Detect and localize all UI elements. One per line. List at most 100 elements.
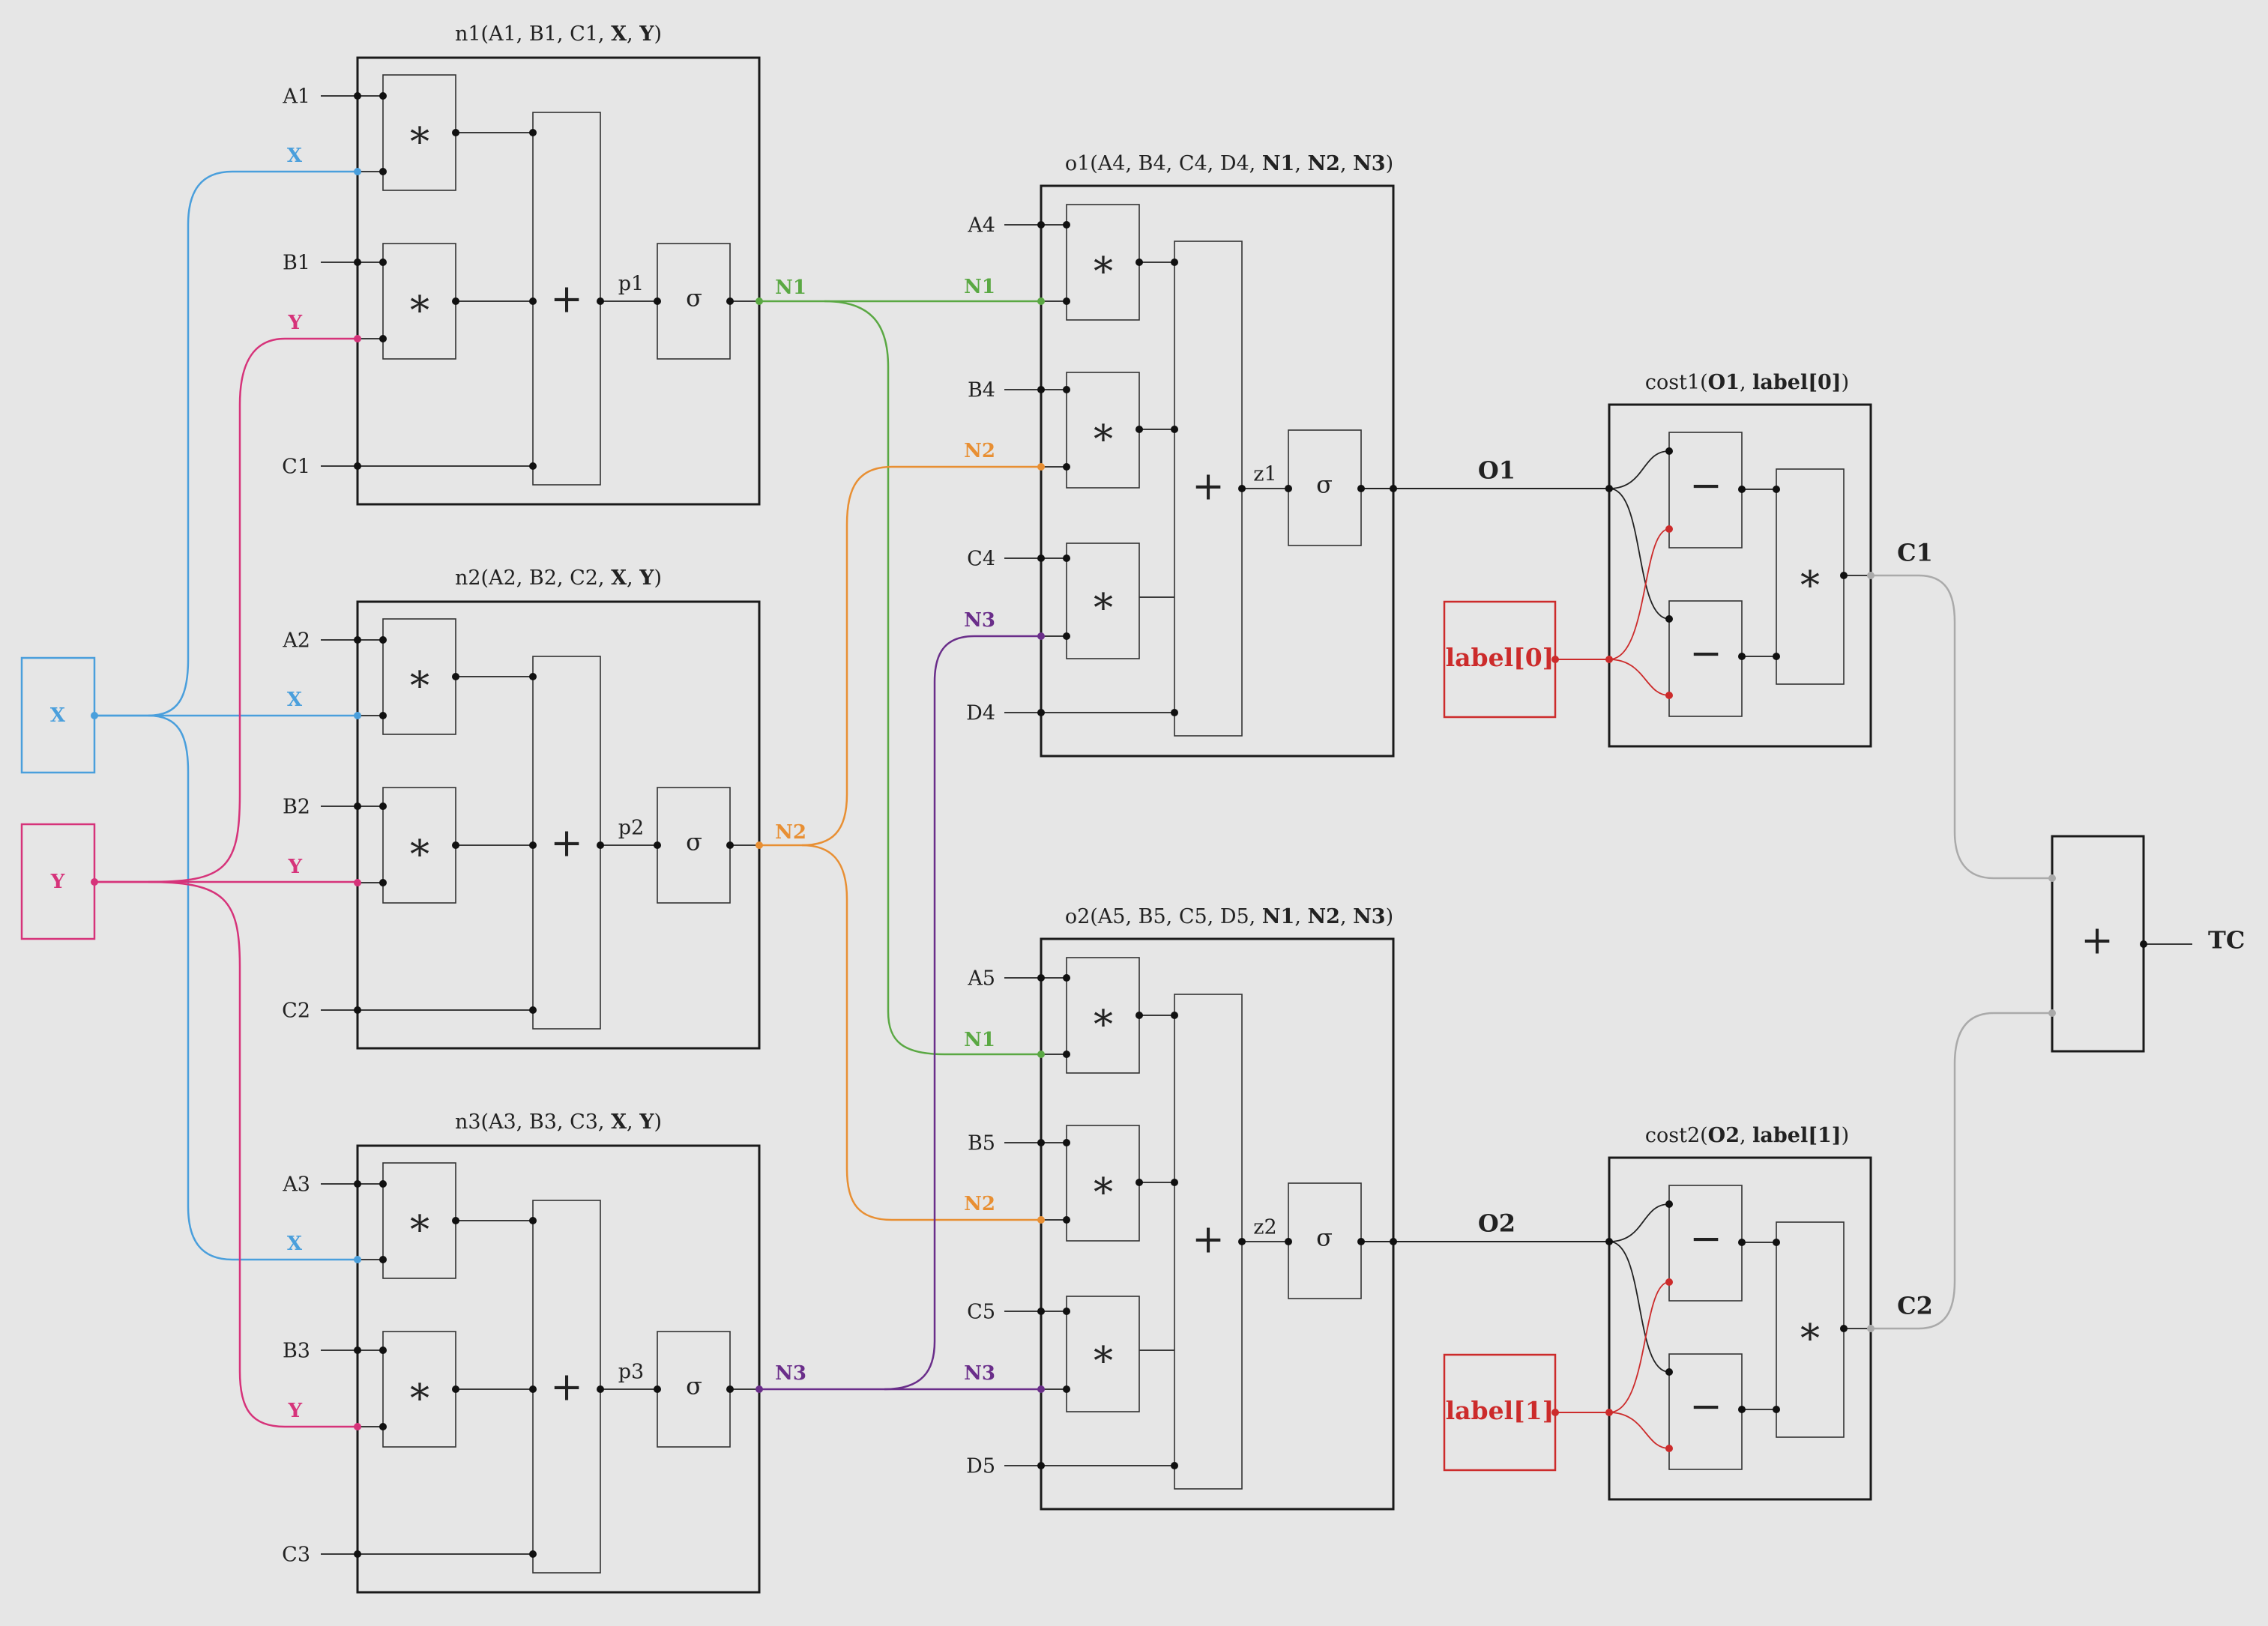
cost2-sub-b-symbol: −: [1689, 1385, 1722, 1430]
neuron-o2-node: [1390, 1238, 1397, 1245]
neuron-o1-node: [1135, 259, 1143, 266]
neuron-o1-node: [1063, 632, 1070, 640]
neuron-n2-node: [529, 1006, 537, 1014]
cost2-title-part: label[1]: [1752, 1124, 1841, 1147]
neuron-o1-node: [1063, 386, 1070, 393]
neuron-n1-title-part: ): [654, 22, 663, 46]
neuron-o1-input-b: B4: [968, 379, 995, 402]
neuron-n3-box: [356, 1144, 761, 1594]
neuron-o1-node: [1390, 485, 1397, 492]
neuron-o2-input-n3: N3: [964, 1362, 995, 1385]
neuron-o1-node: [1063, 297, 1070, 305]
cost1-title-part: ): [1842, 371, 1850, 394]
neuron-o2-title-part: o2(A5, B5, C5, D5,: [1065, 905, 1262, 928]
cost2-wire-o-a: [1608, 1203, 1670, 1242]
neuron-o2-sum-label: z2: [1253, 1216, 1276, 1239]
wire-y-n1: [94, 337, 358, 883]
neuron-o1-mul-a-symbol: ∗: [1090, 242, 1116, 287]
neuron-n3-input-y: Y: [287, 1400, 302, 1422]
neuron-n3-node: [354, 1550, 361, 1558]
neuron-o1-node: [1238, 485, 1246, 492]
neuron-n3-title-part: Y: [639, 1110, 654, 1134]
wire-n1-o2: [824, 300, 1041, 1056]
neuron-n1-node: [452, 297, 459, 305]
neuron-n3-output-port: [756, 1385, 763, 1393]
neuron-n1-node: [354, 462, 361, 470]
neuron-o1-add-symbol: +: [1192, 465, 1225, 510]
cost2-node: [1738, 1406, 1746, 1413]
neuron-o1-mul-b-symbol: ∗: [1090, 410, 1116, 455]
neuron-o2-node: [1135, 1012, 1143, 1019]
neuron-n3-node: [379, 1256, 387, 1263]
cost1-output-label: C1: [1897, 539, 1933, 567]
neuron-n1-input-y: Y: [287, 312, 302, 334]
cost1-node: [1738, 486, 1746, 493]
neuron-o1-input-a: A4: [967, 214, 995, 238]
cost1-node: [1773, 486, 1780, 493]
wire-n3-o1: [884, 635, 1041, 1391]
neuron-o1-mul-c: [1066, 542, 1140, 659]
neuron-o2-input-c: C5: [967, 1301, 995, 1324]
wire-x-n1: [94, 170, 358, 717]
neuron-n2-node: [452, 841, 459, 849]
neuron-n3-port-x: [354, 1256, 361, 1263]
neuron-o2-input-d: D5: [966, 1455, 995, 1478]
cost1-node: [1773, 653, 1780, 660]
neuron-o2-port-n3: [1037, 1385, 1045, 1393]
neuron-n1-sum-label: p1: [618, 273, 644, 296]
neuron-n2-mul-b-symbol: ∗: [406, 825, 432, 870]
neuron-o1-title-part: N3: [1353, 152, 1385, 175]
cost2-wire-l-a: [1608, 1281, 1670, 1413]
cost2-title-part: cost2(: [1645, 1124, 1708, 1147]
neuron-o1-node: [1037, 386, 1045, 393]
label-1-split: [1605, 1409, 1613, 1416]
neuron-n3-node: [379, 1423, 387, 1430]
neuron-n2-act-symbol: σ: [686, 828, 702, 856]
cost1-node: [1665, 615, 1673, 623]
cost2-title-part: ): [1842, 1124, 1850, 1147]
neuron-o1-input-c: C4: [967, 548, 995, 571]
neuron-n1-input-a: A1: [282, 85, 310, 109]
neuron-n2-sum-label: p2: [618, 817, 644, 840]
neuron-o2-output-label: O2: [1478, 1209, 1515, 1238]
neuron-o2-title-part: ): [1386, 905, 1394, 928]
neuron-n3-title-part: X: [611, 1110, 627, 1134]
neuron-n2-node: [529, 841, 537, 849]
neuron-n1-add-symbol: +: [550, 277, 583, 322]
label-1-port: [1551, 1409, 1559, 1416]
neuron-n1-output-port: [756, 297, 763, 305]
cost2-title-part: ,: [1740, 1124, 1752, 1147]
cost1-wire-o-b: [1608, 488, 1670, 620]
neuron-o1-title-part: o1(A4, B4, C4, D4,: [1065, 152, 1262, 175]
total-cost-symbol: +: [2081, 919, 2114, 964]
neuron-o2-node: [1238, 1238, 1246, 1245]
neuron-n2-node: [379, 879, 387, 886]
cost1-node-label-a: [1665, 525, 1673, 533]
neuron-o1-node: [1063, 463, 1070, 471]
neuron-n3-input-c: C3: [282, 1544, 310, 1567]
neuron-o1-node: [1037, 221, 1045, 229]
neuron-o2-node: [1063, 1216, 1070, 1224]
neuron-o1-output-label: O1: [1478, 456, 1515, 485]
cost2-output-port: [1867, 1325, 1875, 1332]
neuron-n3-node: [654, 1385, 661, 1393]
total-cost-in-1: [2048, 874, 2056, 882]
neuron-n3-node: [379, 1180, 387, 1188]
cost2-mul-symbol: ∗: [1797, 1309, 1823, 1354]
neuron-n3-output-label: N3: [775, 1362, 806, 1385]
neuron-o2-output-port: [1605, 1238, 1613, 1245]
neuron-o1-node: [1037, 554, 1045, 562]
neuron-n3-mul-a-symbol: ∗: [406, 1200, 432, 1245]
neuron-n2-node: [529, 673, 537, 680]
cost2-title: cost2(O2, label[1]): [1645, 1124, 1849, 1147]
neuron-o1-box: [1040, 184, 1395, 758]
cost1-wire-o-a: [1608, 450, 1670, 489]
label-0-text: label[0]: [1446, 643, 1554, 672]
wire-n2-o2: [801, 844, 1041, 1221]
neuron-o2-act-symbol: σ: [1316, 1224, 1333, 1252]
neuron-n2-input-x: X: [287, 689, 303, 711]
neuron-o2-node: [1171, 1179, 1178, 1186]
neuron-o2-node: [1063, 1139, 1070, 1146]
neuron-n1-node: [452, 129, 459, 136]
total-cost-in-2: [2048, 1009, 2056, 1017]
